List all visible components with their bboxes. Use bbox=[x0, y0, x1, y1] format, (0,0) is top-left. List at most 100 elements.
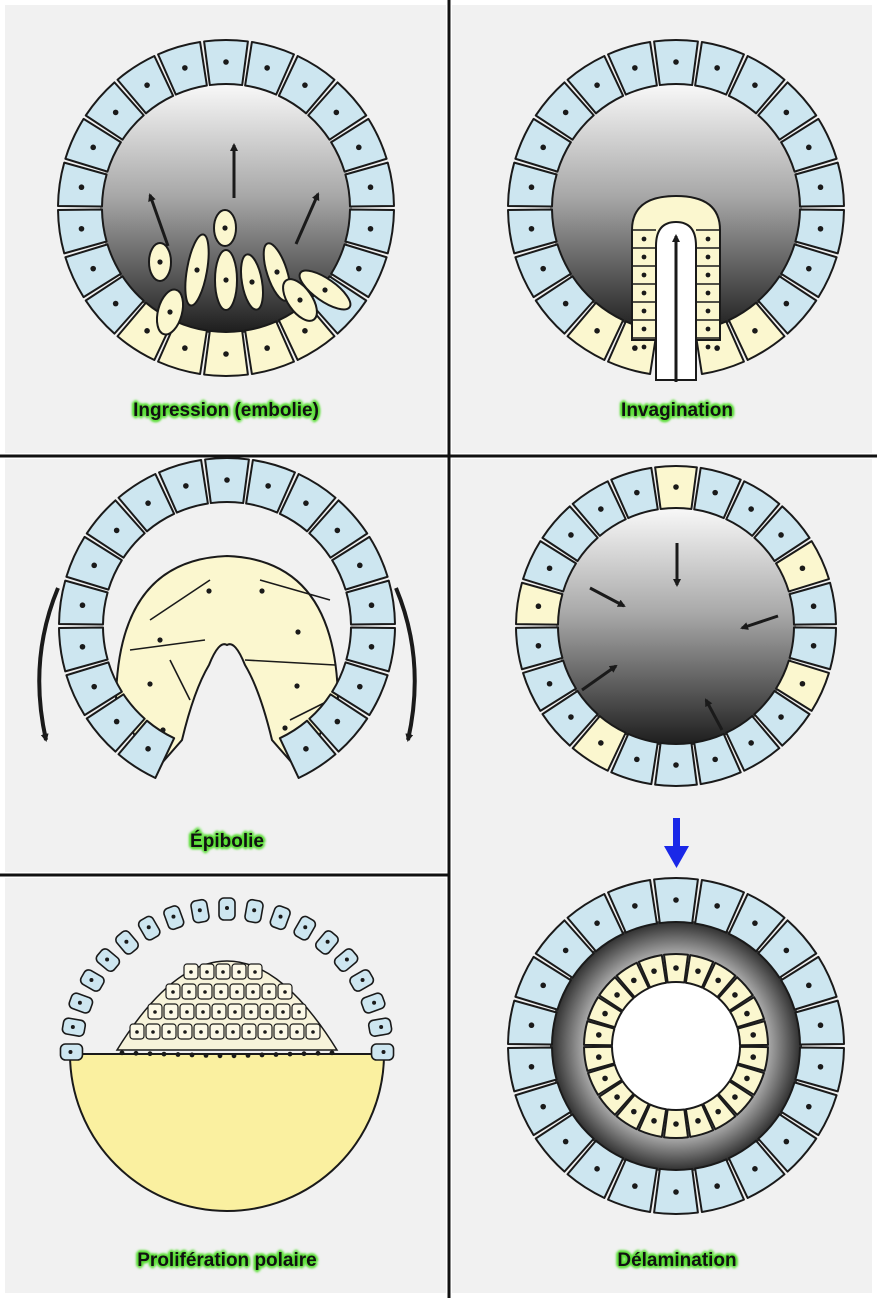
nucleus bbox=[714, 1183, 720, 1189]
nucleus bbox=[368, 226, 374, 232]
nucleus bbox=[706, 273, 711, 278]
nucleus bbox=[778, 714, 784, 720]
nucleus bbox=[642, 255, 647, 260]
nucleus bbox=[144, 82, 150, 88]
nucleus bbox=[183, 483, 189, 489]
nucleus bbox=[714, 65, 720, 71]
nucleus bbox=[357, 563, 363, 569]
yolk-nucleus bbox=[218, 1053, 223, 1058]
nucleus bbox=[219, 990, 223, 994]
yolk-nucleus bbox=[134, 1051, 139, 1056]
nucleus bbox=[594, 82, 600, 88]
nucleus bbox=[302, 82, 308, 88]
nucleus bbox=[223, 59, 229, 65]
nucleus bbox=[237, 970, 241, 974]
nucleus bbox=[714, 345, 720, 351]
nucleus bbox=[297, 1010, 301, 1014]
nucleus bbox=[91, 684, 97, 690]
nucleus bbox=[68, 1050, 72, 1054]
nucleus bbox=[529, 184, 535, 190]
nucleus bbox=[631, 1109, 637, 1115]
yolk-nucleus bbox=[302, 1051, 307, 1056]
nucleus bbox=[563, 1139, 569, 1145]
nucleus bbox=[274, 269, 279, 274]
nucleus bbox=[547, 565, 553, 571]
nucleus bbox=[563, 110, 569, 116]
nucleus bbox=[279, 1030, 283, 1034]
nucleus bbox=[750, 1054, 756, 1060]
nucleus bbox=[540, 983, 546, 989]
nucleus bbox=[303, 500, 309, 506]
nucleus bbox=[114, 719, 120, 725]
nucleus bbox=[302, 328, 308, 334]
nucleus bbox=[183, 1030, 187, 1034]
nucleus bbox=[563, 948, 569, 954]
yolk-nucleus bbox=[246, 1053, 251, 1058]
nucleus bbox=[379, 1025, 383, 1029]
nucleus bbox=[382, 1050, 386, 1054]
label-invagination: Invagination bbox=[621, 400, 733, 422]
nucleus bbox=[205, 970, 209, 974]
nucleus bbox=[642, 273, 647, 278]
nucleus bbox=[281, 1010, 285, 1014]
nucleus bbox=[189, 970, 193, 974]
yolk-nucleus bbox=[162, 1052, 167, 1057]
nucleus bbox=[368, 184, 374, 190]
nucleus bbox=[752, 328, 758, 334]
nucleus bbox=[113, 110, 119, 116]
nucleus bbox=[673, 965, 679, 971]
nucleus bbox=[295, 629, 300, 634]
nucleus bbox=[225, 906, 229, 910]
nucleus bbox=[568, 714, 574, 720]
nucleus bbox=[283, 990, 287, 994]
nucleus bbox=[695, 968, 701, 974]
nucleus bbox=[632, 345, 638, 351]
nucleus bbox=[124, 940, 128, 944]
nucleus bbox=[282, 725, 287, 730]
nucleus bbox=[215, 1030, 219, 1034]
nucleus bbox=[80, 644, 86, 650]
yolk-nucleus bbox=[120, 1050, 125, 1055]
nucleus bbox=[198, 908, 202, 912]
nucleus bbox=[356, 145, 362, 151]
nucleus bbox=[249, 1010, 253, 1014]
nucleus bbox=[598, 506, 604, 512]
nucleus bbox=[194, 267, 199, 272]
nucleus bbox=[221, 970, 225, 974]
nucleus bbox=[171, 915, 175, 919]
nucleus bbox=[222, 225, 227, 230]
label-proliferation: Prolifération polaire bbox=[137, 1250, 316, 1272]
nucleus bbox=[752, 82, 758, 88]
nucleus bbox=[732, 1094, 738, 1100]
yolk-nucleus bbox=[232, 1053, 237, 1058]
yolk-nucleus bbox=[204, 1053, 209, 1058]
label-epibolie: Épibolie bbox=[190, 831, 264, 853]
nucleus bbox=[263, 1030, 267, 1034]
nucleus bbox=[279, 915, 283, 919]
nucleus bbox=[182, 345, 188, 351]
nucleus bbox=[712, 490, 718, 496]
nucleus bbox=[80, 602, 86, 608]
nucleus bbox=[811, 643, 817, 649]
nucleus bbox=[201, 1010, 205, 1014]
nucleus bbox=[91, 563, 97, 569]
nucleus bbox=[356, 266, 362, 272]
nucleus bbox=[311, 1030, 315, 1034]
nucleus bbox=[249, 279, 254, 284]
nucleus bbox=[157, 259, 162, 264]
nucleus bbox=[750, 1032, 756, 1038]
nucleus bbox=[326, 940, 330, 944]
nucleus bbox=[529, 226, 535, 232]
nucleus bbox=[372, 1001, 376, 1005]
nucleus bbox=[253, 970, 257, 974]
yolk-nucleus bbox=[260, 1053, 265, 1058]
nucleus bbox=[540, 266, 546, 272]
yolk-nucleus bbox=[148, 1051, 153, 1056]
nucleus bbox=[651, 968, 657, 974]
nucleus bbox=[818, 1022, 824, 1028]
nucleus bbox=[598, 740, 604, 746]
nucleus bbox=[806, 145, 812, 151]
nucleus bbox=[568, 532, 574, 538]
nucleus bbox=[369, 602, 375, 608]
nucleus bbox=[784, 301, 790, 307]
